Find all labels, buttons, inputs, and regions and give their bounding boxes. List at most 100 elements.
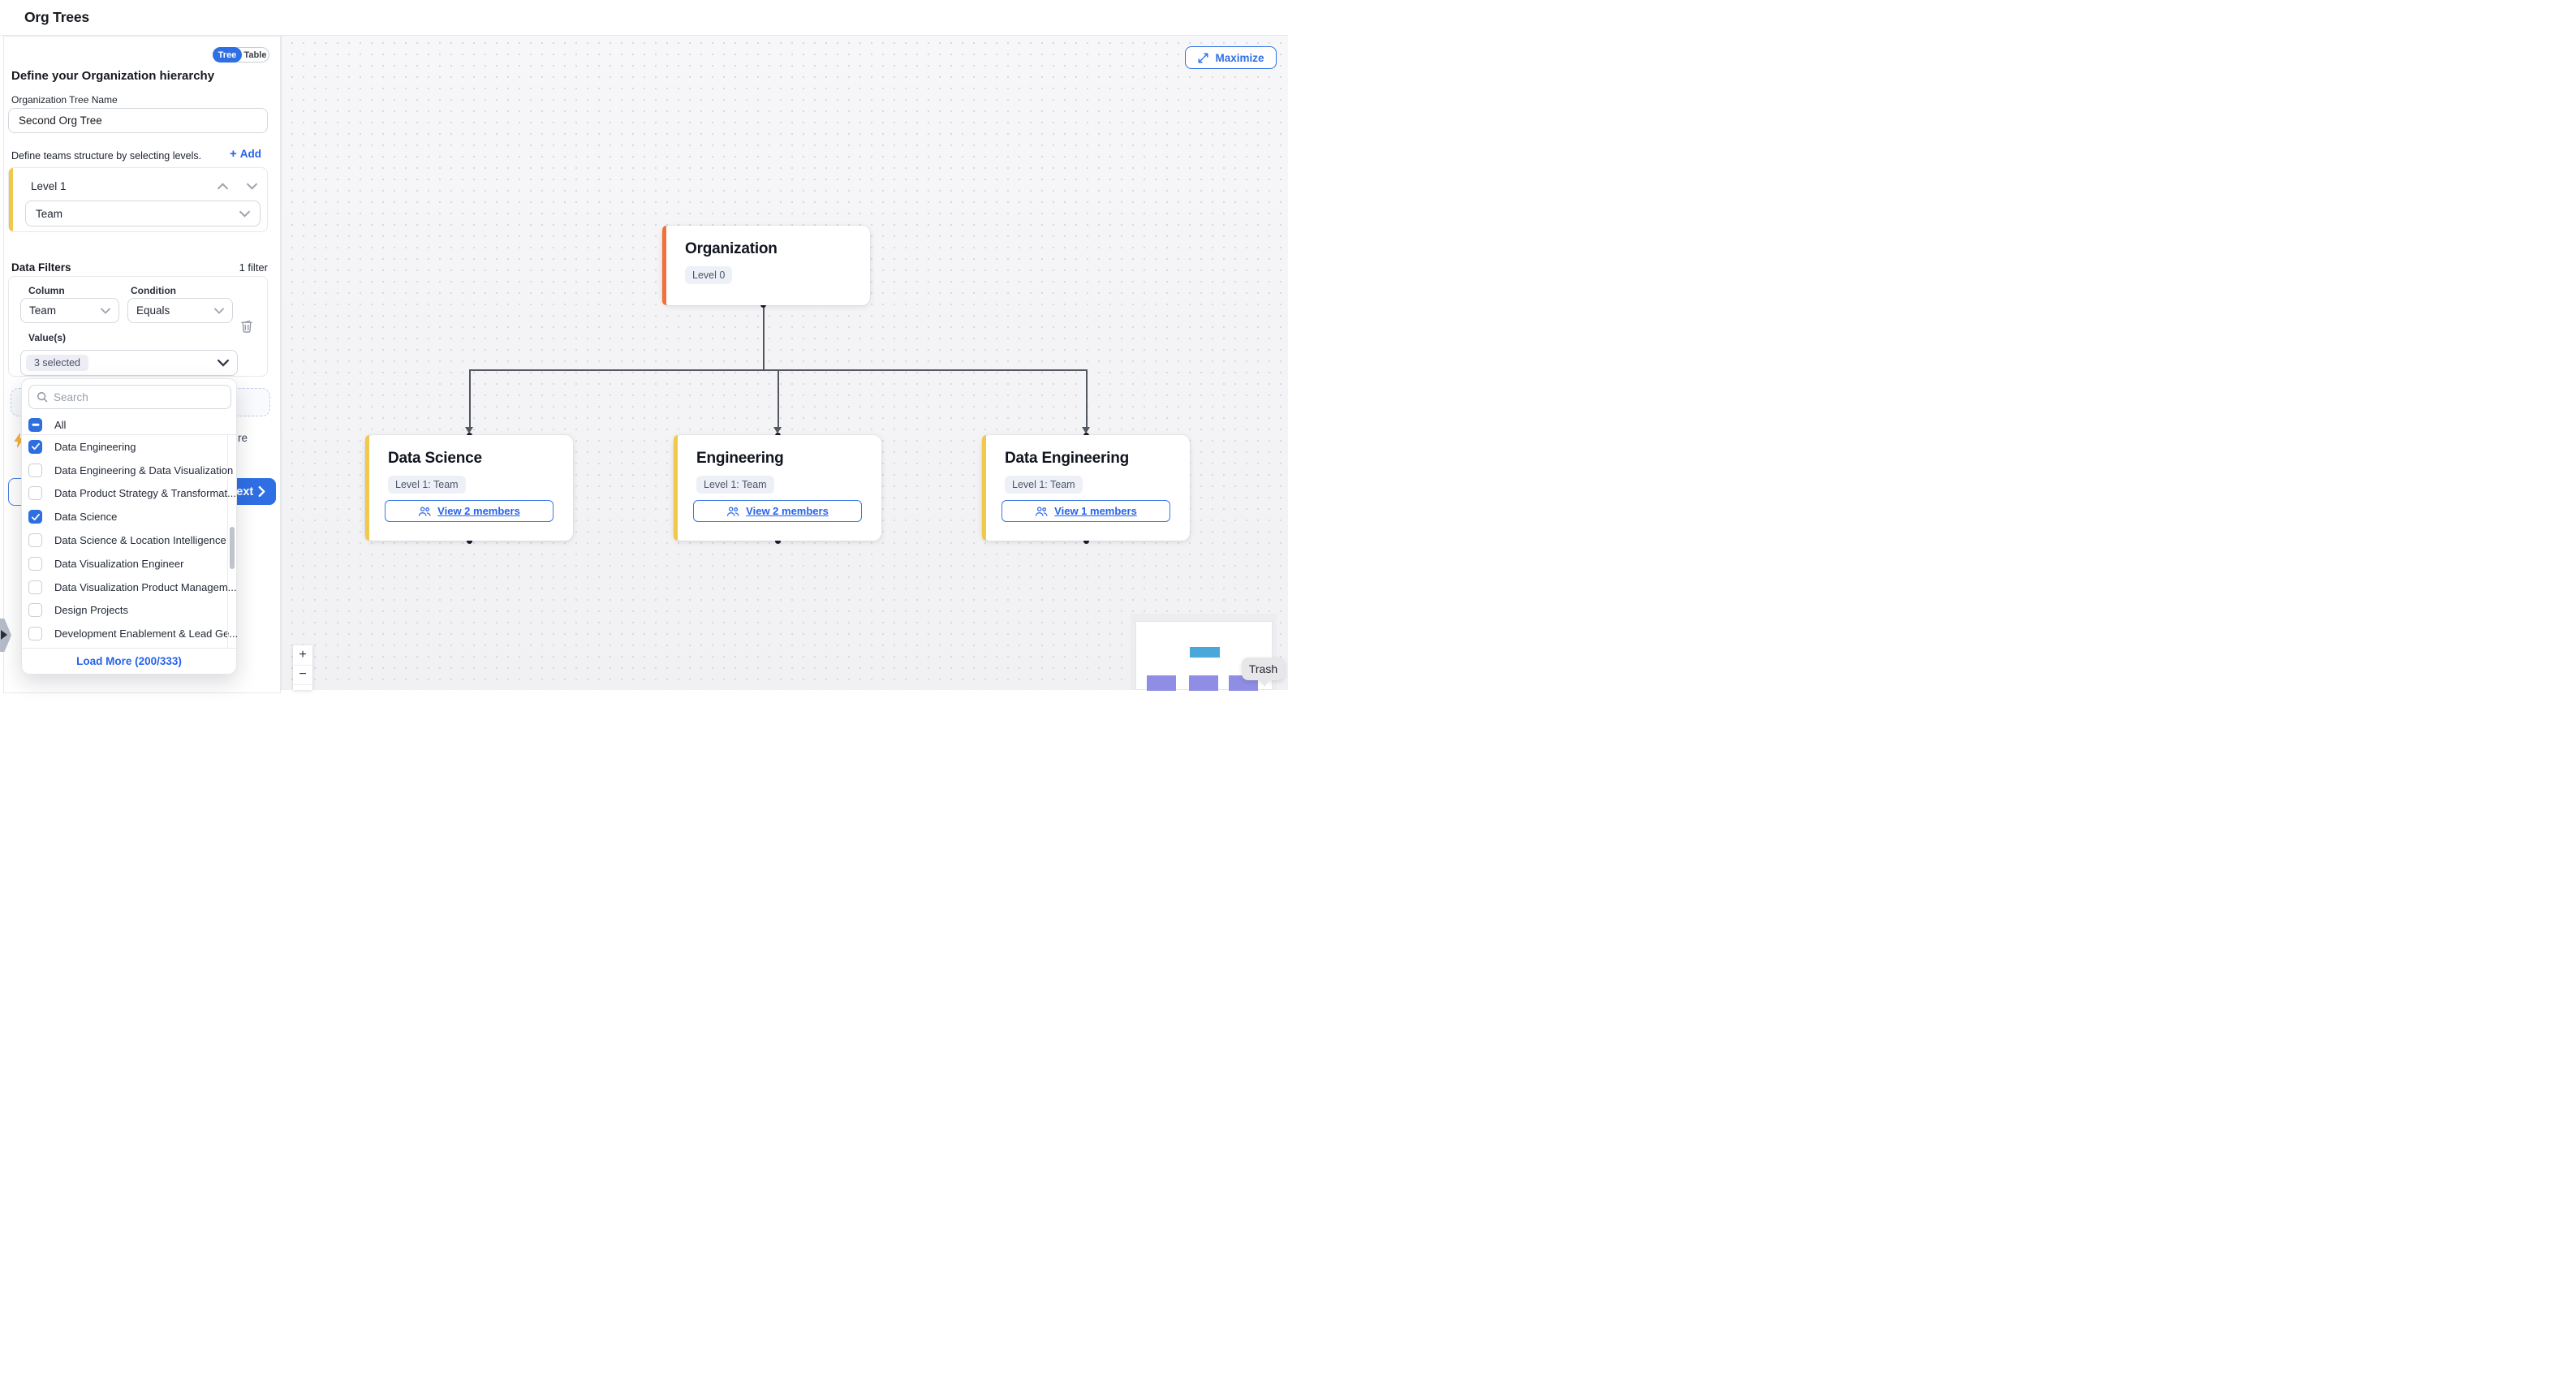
delete-filter-icon[interactable] <box>240 319 253 333</box>
option-row[interactable]: Data Product Strategy & Transformat... <box>22 482 238 506</box>
load-more-label: Load More (200/333) <box>76 655 182 667</box>
trash-tooltip-label: Trash <box>1248 662 1278 675</box>
filter-condition-value: Equals <box>136 304 170 317</box>
hidden-text-fragment: re <box>238 432 248 444</box>
connector-dot <box>775 538 781 544</box>
indeterminate-checkbox[interactable] <box>28 417 42 432</box>
view-members-button[interactable]: View 2 members <box>385 500 554 522</box>
move-level-down-icon[interactable] <box>247 181 257 192</box>
filter-condition-select[interactable]: Equals <box>127 298 233 323</box>
view-members-button[interactable]: View 2 members <box>693 500 862 522</box>
view-members-label: View 2 members <box>746 505 829 517</box>
trash-tooltip-pointer <box>1259 679 1270 687</box>
chevron-down-icon <box>214 308 224 314</box>
minimap-child-node <box>1189 675 1218 691</box>
option-row[interactable]: Design Projects <box>22 599 238 623</box>
node-accent-bar <box>662 226 666 305</box>
column-label: Column <box>28 285 65 296</box>
plus-icon: + <box>230 147 237 161</box>
node-level-badge: Level 1: Team <box>696 476 774 494</box>
condition-label: Condition <box>131 285 176 296</box>
node-level-badge: Level 0 <box>685 266 733 284</box>
dropdown-search[interactable] <box>28 385 231 409</box>
unchecked-checkbox[interactable] <box>28 556 42 571</box>
option-row[interactable]: Data Science <box>22 505 238 528</box>
checked-checkbox[interactable] <box>28 439 42 454</box>
node-accent-bar <box>674 435 678 541</box>
unchecked-checkbox[interactable] <box>28 486 42 501</box>
chevron-down-icon <box>239 210 250 218</box>
scrollbar-thumb[interactable] <box>230 527 235 569</box>
option-row[interactable]: Development Enablement & Lead Ge... <box>22 622 238 645</box>
move-level-up-icon[interactable] <box>218 181 228 192</box>
load-more-button[interactable]: Load More (200/333) <box>22 648 236 674</box>
unchecked-checkbox[interactable] <box>28 533 42 548</box>
chevron-down-icon <box>101 308 110 314</box>
level-title: Level 1 <box>31 180 67 192</box>
node-title: Organization <box>685 240 778 257</box>
zoom-out-button[interactable]: − <box>293 665 312 685</box>
dropdown-options-list: Data Engineering Data Engineering & Data… <box>22 435 238 648</box>
unchecked-checkbox[interactable] <box>28 463 42 477</box>
option-row[interactable]: Data Engineering & Data Visualization <box>22 459 238 482</box>
option-row[interactable]: Data Visualization Engineer <box>22 552 238 576</box>
maximize-button[interactable]: Maximize <box>1185 46 1277 69</box>
chevron-right-icon <box>258 486 265 497</box>
minimap-child-node <box>1147 675 1176 691</box>
level-card: Level 1 Team <box>8 167 268 232</box>
search-input[interactable] <box>54 390 223 403</box>
people-icon <box>727 507 739 516</box>
filter-column-select[interactable]: Team <box>20 298 119 323</box>
option-row[interactable]: Data Science & Location Intelligence <box>22 528 238 552</box>
tree-name-input[interactable] <box>8 108 268 133</box>
view-toggle: Tree Table <box>213 47 269 63</box>
people-icon <box>419 507 431 516</box>
level-type-select[interactable]: Team <box>25 201 261 226</box>
unchecked-checkbox[interactable] <box>28 603 42 618</box>
node-title: Engineering <box>696 450 784 467</box>
minimap[interactable] <box>1131 614 1277 691</box>
app-header: Org Trees <box>0 0 1288 36</box>
edge-arrowhead <box>773 427 782 433</box>
toggle-table-option[interactable]: Table <box>243 50 267 60</box>
org-node-data-science[interactable]: Data Science Level 1: Team View 2 member… <box>365 435 573 541</box>
org-node-engineering[interactable]: Engineering Level 1: Team View 2 members <box>674 435 881 541</box>
node-title: Data Engineering <box>1005 450 1130 467</box>
data-filters-title: Data Filters <box>11 261 71 274</box>
add-level-button[interactable]: + Add <box>230 148 261 160</box>
sidebar-heading: Define your Organization hierarchy <box>11 69 215 83</box>
node-accent-bar <box>982 435 986 541</box>
edge-drop-right <box>1086 369 1088 429</box>
filter-values-multiselect[interactable]: 3 selected <box>20 350 238 376</box>
view-members-label: View 1 members <box>1054 505 1137 517</box>
level-type-value: Team <box>36 207 63 220</box>
arrow-right-icon <box>1 630 7 640</box>
flow-canvas[interactable]: Organization Level 0 Data Science Level … <box>281 36 1288 690</box>
dot-grid-background <box>282 36 1288 690</box>
level-accent-bar <box>9 168 13 231</box>
chevron-down-icon <box>218 359 229 367</box>
select-all-row[interactable]: All <box>22 415 238 434</box>
scrollbar-track <box>227 435 228 648</box>
unchecked-checkbox[interactable] <box>28 627 42 641</box>
values-dropdown: All Data Engineering Data Engineering & … <box>21 378 238 674</box>
zoom-in-button[interactable]: + <box>293 645 312 666</box>
org-node-data-engineering[interactable]: Data Engineering Level 1: Team View 1 me… <box>982 435 1190 541</box>
tree-name-label: Organization Tree Name <box>11 94 118 106</box>
toggle-tree-option[interactable]: Tree <box>213 47 242 63</box>
edge-root-down <box>763 307 765 369</box>
select-all-label: All <box>54 418 67 431</box>
edge-arrowhead <box>465 427 473 433</box>
add-level-label: Add <box>239 148 262 160</box>
view-members-button[interactable]: View 1 members <box>1002 500 1170 522</box>
node-accent-bar <box>365 435 369 541</box>
filters-count: 1 filter <box>239 261 268 274</box>
org-node-root[interactable]: Organization Level 0 <box>662 226 870 305</box>
people-icon <box>1036 507 1048 516</box>
zoom-controls: + − <box>293 645 312 690</box>
checked-checkbox[interactable] <box>28 510 42 524</box>
unchecked-checkbox[interactable] <box>28 580 42 594</box>
option-row[interactable]: Data Engineering <box>22 435 238 459</box>
edge-arrowhead <box>1082 427 1090 433</box>
option-row[interactable]: Data Visualization Product Managem... <box>22 576 238 599</box>
